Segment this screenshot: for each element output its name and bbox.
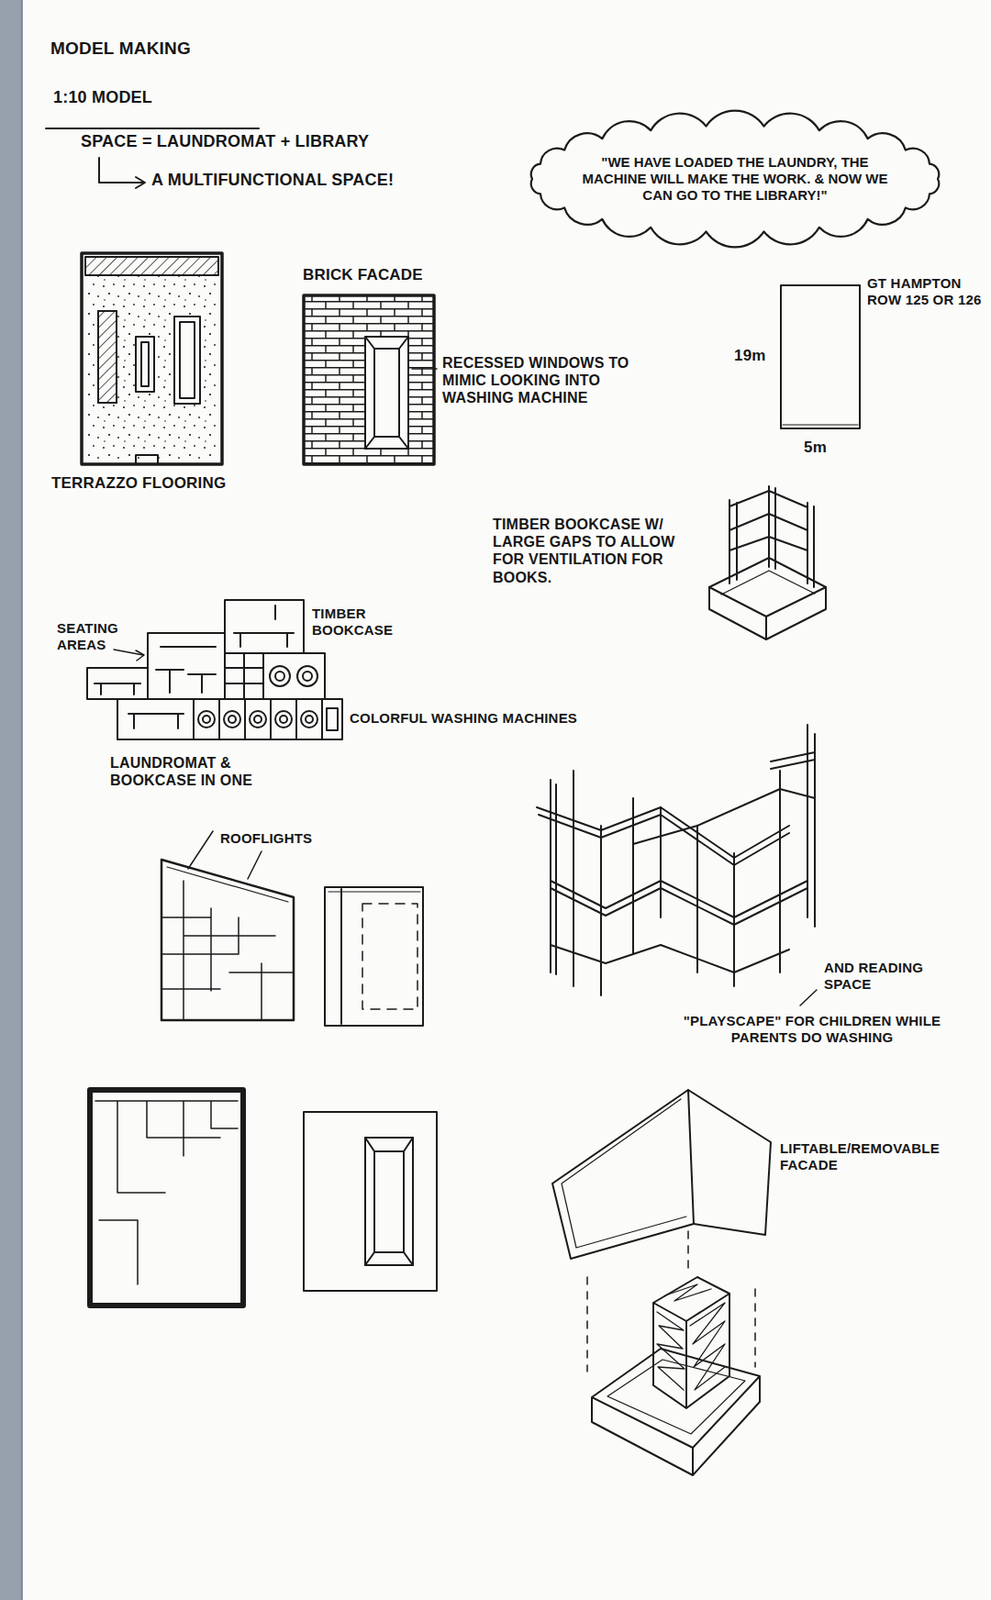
caption-note: LAUNDROMAT & BOOKCASE IN ONE [110,754,312,790]
terrazzo-plan [81,253,223,465]
rooflight-section [161,831,294,1021]
speech-cloud: "WE HAVE LOADED THE LAUNDRY, THE MACHINE… [518,112,952,245]
material-label: BRICK FACADE [302,266,478,285]
playscape-structure [536,724,817,1006]
cloud-outline [531,111,939,248]
material-label: TERRAZZO FLOORING [51,474,281,493]
dimension: 19m [734,346,776,366]
liftable-facade-axonometric [552,1090,771,1476]
annotation: SEATING AREAS [56,620,140,654]
interior-elevation [89,1090,244,1306]
timber-bookcase-sketch [709,486,826,640]
site-note: GT HAMPTON ROW 125 OR 126 [867,275,982,309]
laundromat-elevation [87,600,343,740]
binding-edge [21,0,23,1600]
annotation: TIMBER BOOKCASE W/ LARGE GAPS TO ALLOW F… [492,515,709,587]
annotation: COLORFUL WASHING MACHINES [349,710,625,727]
annotation: ROOFLIGHTS [220,830,340,847]
annotation: TIMBER BOOKCASE [311,605,432,639]
brick-facade-elevation [303,295,437,465]
side-elevation [324,887,424,1026]
annotation: RECESSED WINDOWS TO MIMIC LOOKING INTO W… [442,354,654,408]
concept-note: A MULTIFUNCTIONAL SPACE! [151,170,464,191]
notebook-binding [0,0,23,1600]
annotation: "PLAYSCAPE" FOR CHILDREN WHILE PARENTS D… [674,1013,950,1047]
annotation: AND READING SPACE [823,959,962,993]
page-title: MODEL MAKING [50,38,290,60]
dimension: 5m [803,438,850,457]
speech-text: "WE HAVE LOADED THE LAUNDRY, THE MACHINE… [579,154,891,205]
site-footprint [780,285,860,429]
scale-note: 1:10 MODEL [53,88,237,109]
concept-note: SPACE = LAUNDROMAT + LIBRARY [80,132,467,153]
annotation: LIFTABLE/REMOVABLE FACADE [779,1140,978,1174]
window-elevation [303,1112,437,1292]
